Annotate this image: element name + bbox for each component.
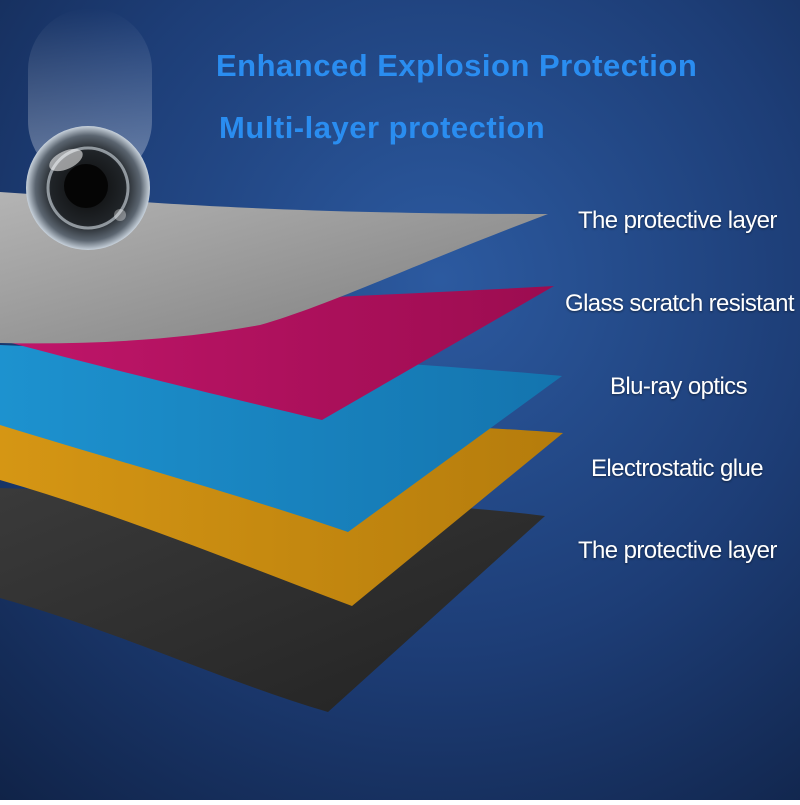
glass-ball-icon: [26, 126, 150, 250]
layer-label-glass-scratch-resistant: Glass scratch resistant: [565, 290, 795, 317]
layer-sheet-blu-ray-optics: [0, 345, 562, 532]
layer-label-blu-ray-optics: Blu-ray optics: [610, 373, 748, 400]
headline-multi-layer: Multi-layer protection: [219, 110, 546, 145]
layer-sheet-protective-top: [0, 192, 548, 344]
layer-label-protective-bottom: The protective layer: [578, 537, 777, 564]
layer-label-electrostatic-glue: Electrostatic glue: [591, 455, 764, 482]
headline-explosion-protection: Enhanced Explosion Protection: [216, 48, 698, 83]
layer-label-protective-top: The protective layer: [578, 207, 777, 234]
